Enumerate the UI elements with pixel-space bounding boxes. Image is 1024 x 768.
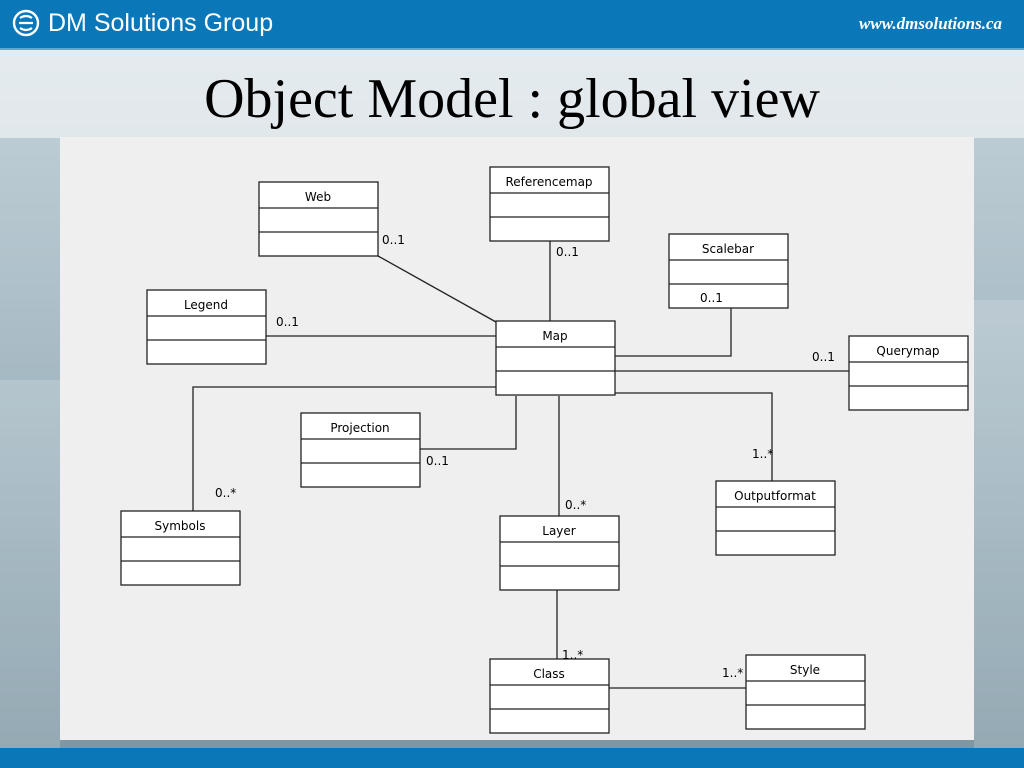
website-url: www.dmsolutions.ca: [859, 14, 1002, 33]
slide-title: Object Model : global view: [204, 68, 820, 130]
class-box-scalebar: Scalebar: [668, 233, 789, 309]
globe-e-icon: [12, 9, 40, 37]
class-name-scalebar: Scalebar: [702, 242, 754, 256]
multiplicity-class: 1..*: [562, 648, 583, 662]
class-name-projection: Projection: [330, 421, 389, 435]
title-band: [0, 50, 1024, 138]
class-box-outputformat: Outputformat: [715, 480, 836, 556]
class-box-legend: Legend: [146, 289, 267, 365]
brand-name: DM Solutions Group: [48, 9, 274, 37]
multiplicity-projection: 0..1: [426, 454, 449, 468]
background-skyline: [974, 300, 1024, 748]
background-skyline: [0, 380, 60, 748]
class-box-symbols: Symbols: [120, 510, 241, 586]
class-name-outputformat: Outputformat: [734, 489, 816, 503]
class-box-web: Web: [258, 181, 379, 257]
multiplicity-outputformat: 1..*: [752, 447, 773, 461]
class-box-referencemap: Referencemap: [489, 166, 610, 242]
class-name-map: Map: [542, 329, 567, 343]
diagram-panel: Web Referencemap Scalebar Legend Map: [60, 137, 974, 740]
footer-bar: [0, 748, 1024, 768]
multiplicity-style: 1..*: [722, 666, 743, 680]
class-name-legend: Legend: [184, 298, 228, 312]
assoc-symbols-map: [192, 386, 496, 511]
multiplicity-scalebar: 0..1: [700, 291, 723, 305]
class-name-web: Web: [305, 190, 331, 204]
uml-diagram: Web Referencemap Scalebar Legend Map: [120, 166, 969, 734]
assoc-projection-map: [420, 396, 517, 450]
class-box-querymap: Querymap: [848, 335, 969, 411]
multiplicity-layer: 0..*: [565, 498, 586, 512]
class-name-layer: Layer: [542, 524, 576, 538]
multiplicity-legend: 0..1: [276, 315, 299, 329]
multiplicity-symbols: 0..*: [215, 486, 236, 500]
multiplicity-referencemap: 0..1: [556, 245, 579, 259]
multiplicity-web: 0..1: [382, 233, 405, 247]
class-box-style: Style: [745, 654, 866, 730]
assoc-web-map: [377, 255, 497, 323]
class-name-symbols: Symbols: [155, 519, 206, 533]
class-name-referencemap: Referencemap: [505, 175, 592, 189]
class-box-layer: Layer: [499, 515, 620, 591]
class-box-projection: Projection: [300, 412, 421, 488]
class-name-class: Class: [533, 667, 565, 681]
assoc-outputformat-map: [615, 392, 773, 481]
header-bar: DM Solutions Group www.dmsolutions.ca: [0, 0, 1024, 50]
multiplicity-querymap: 0..1: [812, 350, 835, 364]
class-name-style: Style: [790, 663, 820, 677]
class-box-class: Class: [489, 658, 610, 734]
class-box-map: Map: [495, 320, 616, 396]
assoc-scalebar-map: [615, 308, 732, 357]
class-name-querymap: Querymap: [876, 344, 939, 358]
